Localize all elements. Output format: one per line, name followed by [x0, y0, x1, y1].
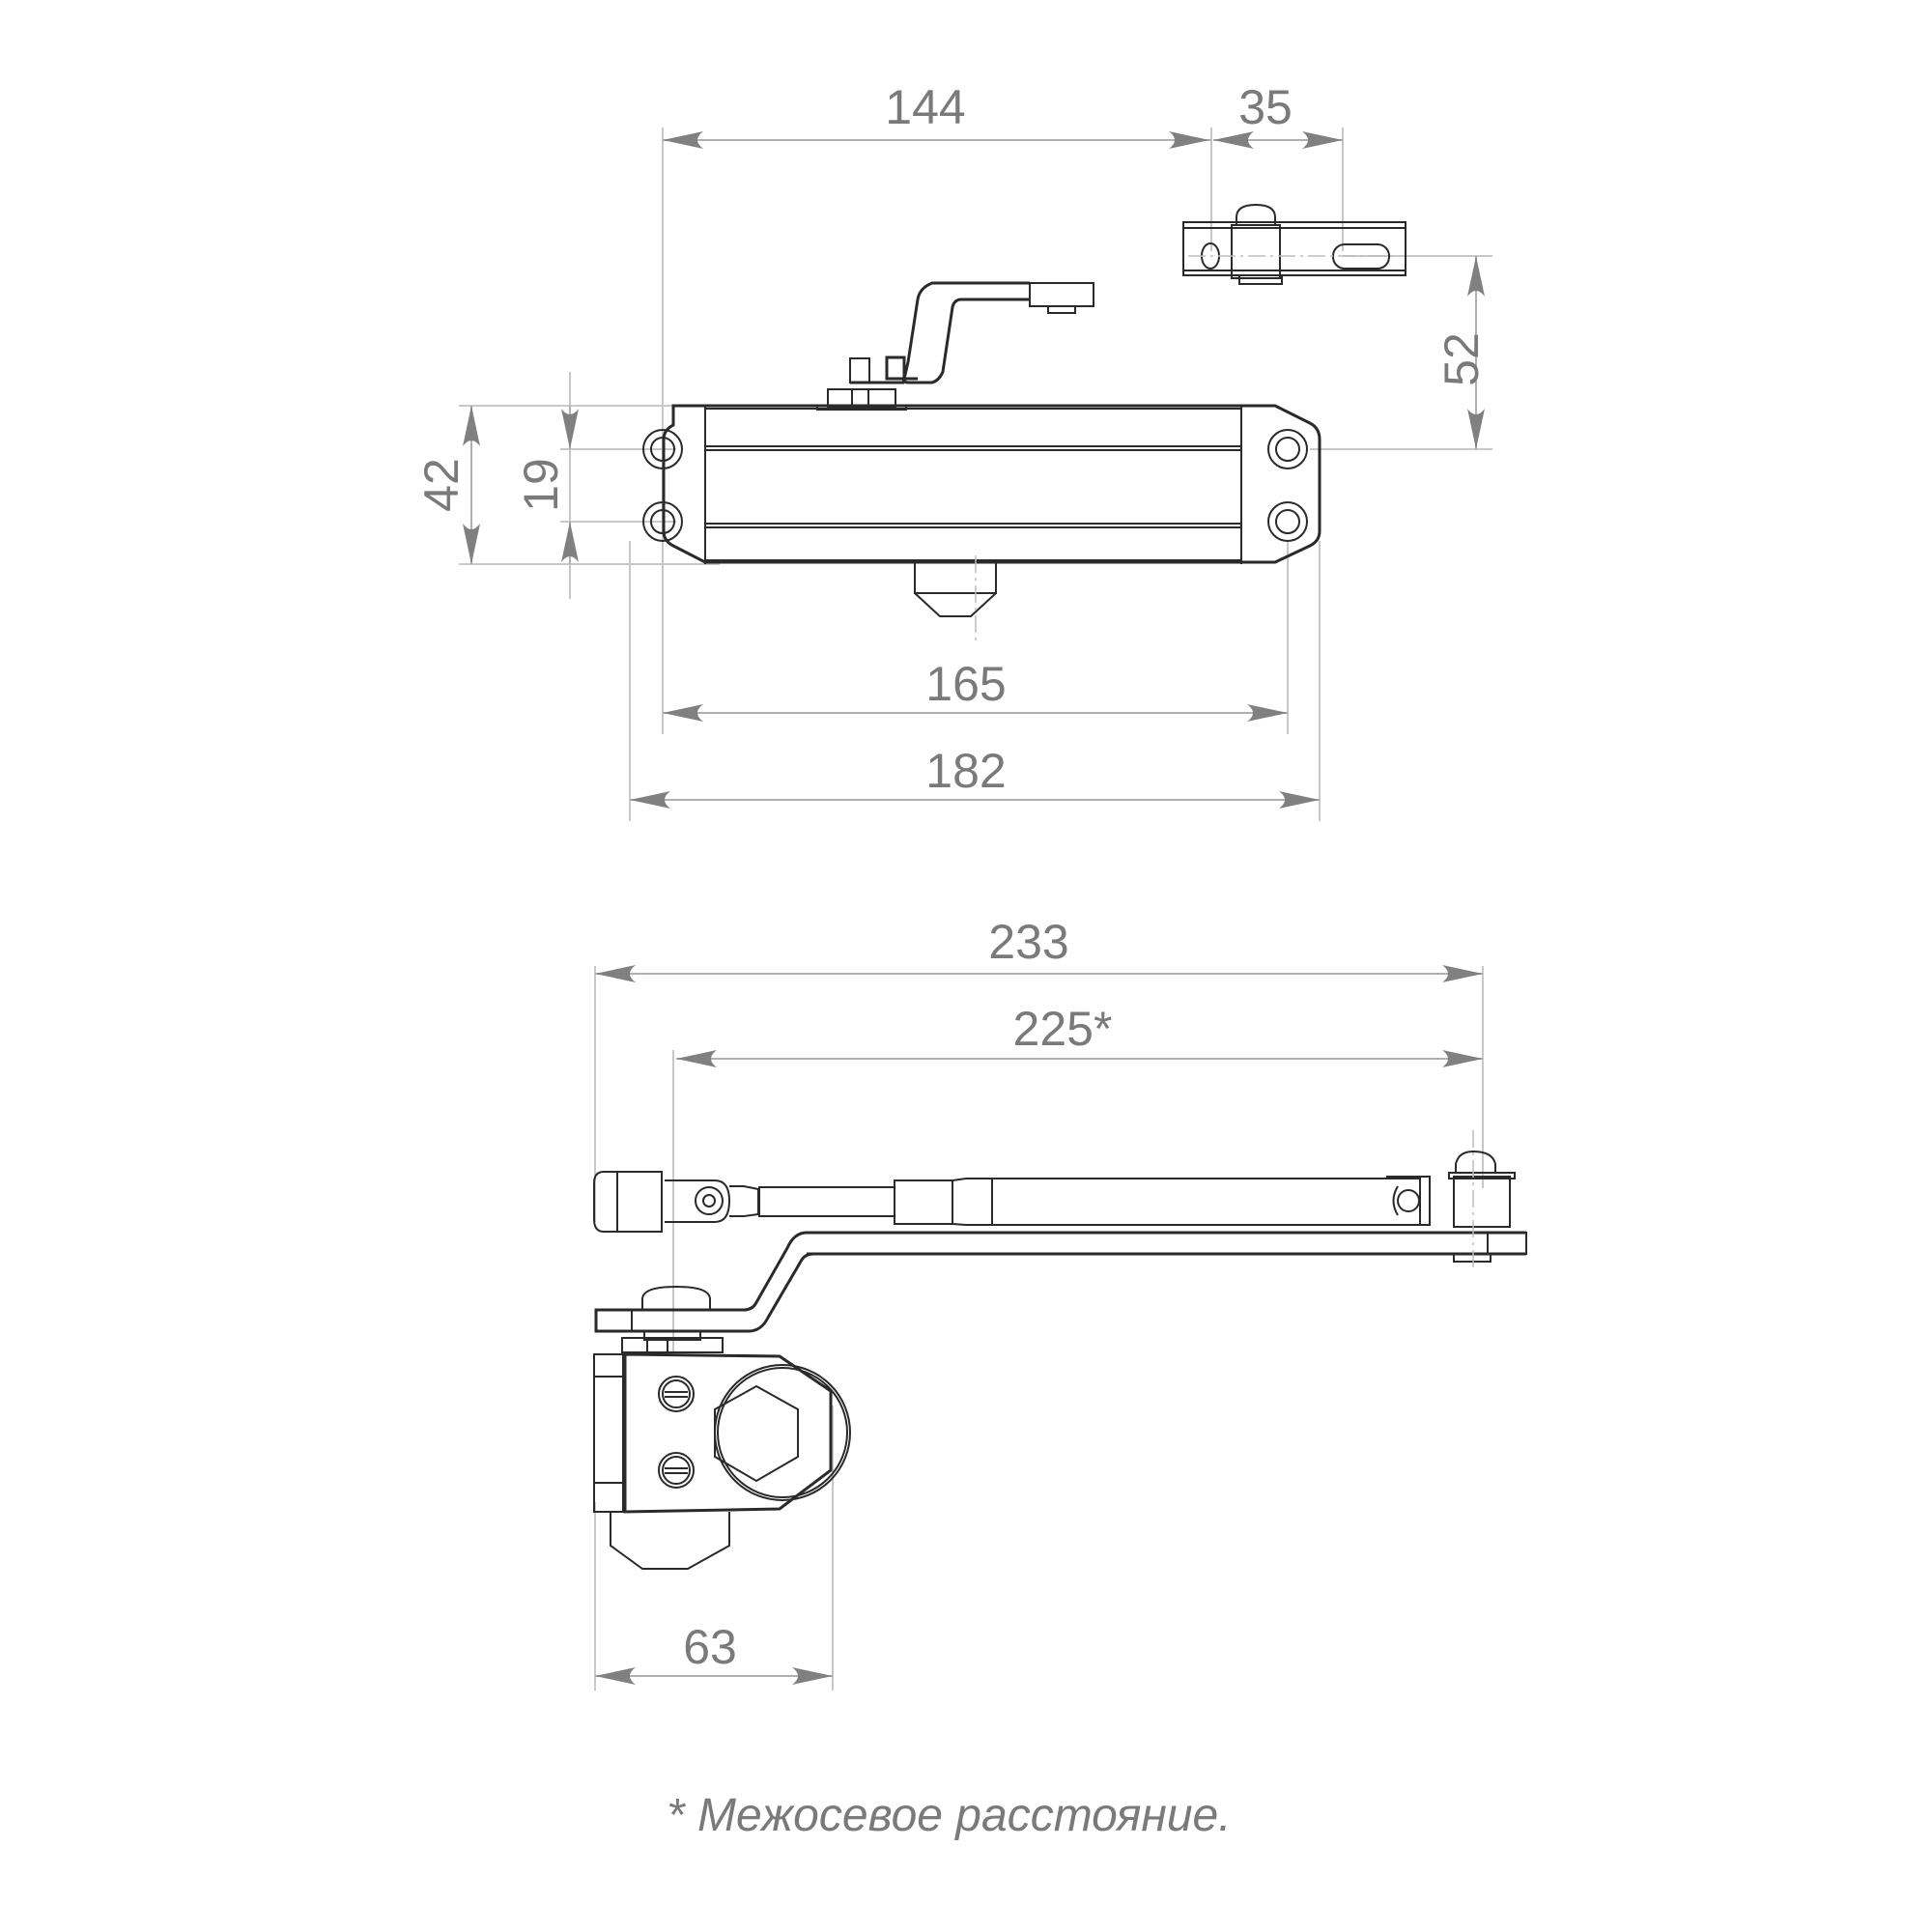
dim-42-label: 42 [414, 458, 469, 512]
dimension-52: 52 [1435, 256, 1489, 449]
dim-144-label: 144 [885, 80, 965, 134]
dimension-144: 144 [663, 80, 1211, 149]
forearm-rod [593, 1171, 1431, 1233]
top-view: 144 35 52 42 19 [414, 80, 1492, 821]
main-arm [594, 1130, 1527, 1341]
side-view: 233 225* 63 [593, 915, 1527, 1690]
closer-body-end [593, 1337, 851, 1570]
dimension-233: 233 [595, 915, 1483, 982]
dimension-42: 42 [414, 406, 480, 564]
adjustment-screw-icon [658, 1376, 695, 1489]
mounting-hole-icon [642, 429, 1308, 542]
dimension-165: 165 [663, 657, 1288, 722]
hex-socket-icon [714, 1384, 799, 1483]
dim-182-label: 182 [925, 744, 1006, 798]
dimension-19: 19 [514, 406, 579, 564]
dim-52-label: 52 [1435, 332, 1489, 386]
closer-body [642, 404, 1321, 642]
dim-165-label: 165 [925, 657, 1006, 711]
dim-35-label: 35 [1238, 80, 1293, 134]
dim-233-label: 233 [988, 915, 1068, 969]
extension-lines [459, 128, 1492, 821]
dimension-225: 225* [676, 1002, 1483, 1067]
dimension-63: 63 [595, 1620, 833, 1685]
dim-63-label: 63 [683, 1620, 737, 1674]
dim-225-label: 225* [1013, 1002, 1113, 1056]
dimension-35: 35 [1213, 80, 1343, 149]
footnote: * Межосевое расстояние. [667, 1790, 1232, 1841]
arm-assembly [816, 203, 1406, 411]
extension-lines [594, 966, 1484, 1690]
dim-19-label: 19 [514, 458, 568, 512]
dimension-182: 182 [630, 744, 1320, 809]
